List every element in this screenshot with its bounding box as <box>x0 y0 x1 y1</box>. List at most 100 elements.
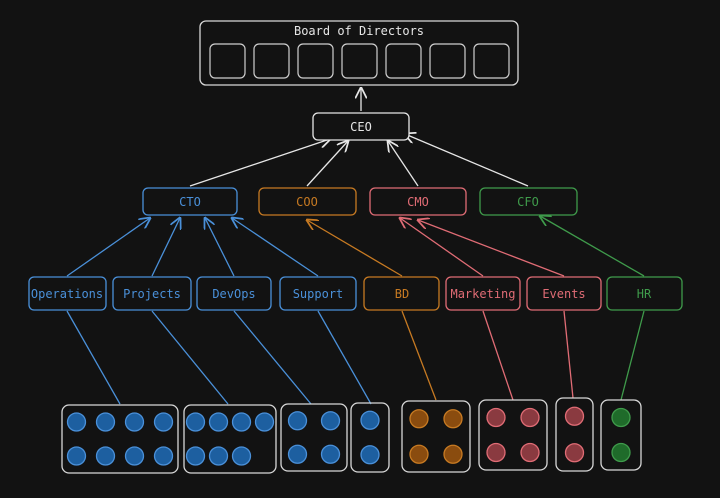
team-member-dot <box>520 407 540 428</box>
board-seat <box>473 43 510 79</box>
connector-line <box>540 216 645 277</box>
team-box <box>555 397 594 472</box>
connector-line <box>307 220 403 277</box>
team-box <box>478 399 548 471</box>
team-marketing <box>478 399 548 471</box>
team-box <box>61 404 179 474</box>
board-of-directors: Board of Directors <box>199 20 519 86</box>
dept-label: HR <box>637 287 652 301</box>
team-member-dot <box>564 406 585 426</box>
exec-cto: CTO <box>142 187 238 216</box>
team-box <box>401 400 471 473</box>
connector-line <box>563 310 574 399</box>
team-member-dot <box>231 446 252 466</box>
dept-bd: BD <box>363 276 440 311</box>
team-member-dot <box>124 412 145 432</box>
connector-line <box>232 218 319 277</box>
team-member-dot <box>153 412 174 432</box>
connector-line <box>306 141 348 187</box>
dept-support: Support <box>279 276 357 311</box>
connector-line <box>401 310 437 401</box>
connector-line <box>66 310 121 405</box>
connector-line <box>317 310 372 405</box>
team-member-dot <box>95 446 116 466</box>
team-member-dot <box>66 412 87 432</box>
connector-line <box>405 134 529 187</box>
connector-line <box>620 310 645 401</box>
exec-label: CFO <box>517 195 539 209</box>
team-box <box>183 404 277 474</box>
team-member-dot <box>287 411 308 431</box>
connector-line <box>205 218 235 277</box>
board-seat <box>429 43 466 79</box>
dept-label: Projects <box>123 287 181 301</box>
exec-cmo: CMO <box>369 187 467 216</box>
team-member-dot <box>287 444 308 464</box>
connector-line <box>482 310 514 401</box>
team-member-dot <box>208 446 229 466</box>
connector-line <box>66 218 150 277</box>
board-seat <box>385 43 422 79</box>
team-devops <box>280 403 348 472</box>
board-title: Board of Directors <box>294 24 424 38</box>
team-bd <box>401 400 471 473</box>
board-seat <box>341 43 378 79</box>
exec-cfo: CFO <box>479 187 578 216</box>
team-member-dot <box>520 442 540 463</box>
team-member-dot <box>66 446 87 466</box>
team-operations <box>61 404 179 474</box>
team-member-dot <box>486 442 506 463</box>
dept-marketing: Marketing <box>445 276 521 311</box>
dept-events: Events <box>526 276 602 311</box>
exec-label: COO <box>296 195 318 209</box>
team-member-dot <box>185 446 206 466</box>
connector-line <box>418 220 565 277</box>
board-seat <box>297 43 334 79</box>
team-box <box>350 402 390 473</box>
board-seat <box>253 43 290 79</box>
dept-label: Marketing <box>450 287 515 301</box>
team-member-dot <box>486 407 506 428</box>
dept-label: Support <box>293 287 344 301</box>
dept-label: BD <box>395 287 409 301</box>
connector-line <box>388 141 419 187</box>
connector-line <box>233 310 312 405</box>
team-projects <box>183 404 277 474</box>
team-member-dot <box>95 412 116 432</box>
team-member-dot <box>360 410 380 430</box>
team-member-dot <box>443 444 463 464</box>
team-member-dot <box>153 446 174 466</box>
dept-hr: HR <box>606 276 683 311</box>
dept-devops: DevOps <box>196 276 272 311</box>
connector-line <box>189 139 330 187</box>
team-member-dot <box>409 409 429 429</box>
team-member-dot <box>320 411 341 431</box>
team-support <box>350 402 390 473</box>
dept-projects: Projects <box>112 276 192 311</box>
ceo-node: CEO <box>312 112 410 141</box>
exec-label: CMO <box>407 195 429 209</box>
team-groups <box>61 397 642 474</box>
team-member-dot <box>409 444 429 464</box>
connector-line <box>400 218 484 277</box>
dept-label: Events <box>542 287 585 301</box>
team-hr <box>600 399 642 471</box>
connector-lines <box>66 88 645 405</box>
exec-label: CTO <box>179 195 201 209</box>
dept-label: DevOps <box>212 287 255 301</box>
team-member-dot <box>564 443 585 463</box>
dept-label: Operations <box>31 287 103 301</box>
dept-operations: Operations <box>28 276 107 311</box>
team-box <box>280 403 348 472</box>
team-member-dot <box>611 407 631 428</box>
board-seat <box>209 43 246 79</box>
team-member-dot <box>443 409 463 429</box>
team-member-dot <box>231 412 252 432</box>
team-box <box>600 399 642 471</box>
team-member-dot <box>360 445 380 465</box>
team-member-dot <box>611 442 631 463</box>
team-events <box>555 397 594 472</box>
team-member-dot <box>208 412 229 432</box>
team-member-dot <box>320 444 341 464</box>
